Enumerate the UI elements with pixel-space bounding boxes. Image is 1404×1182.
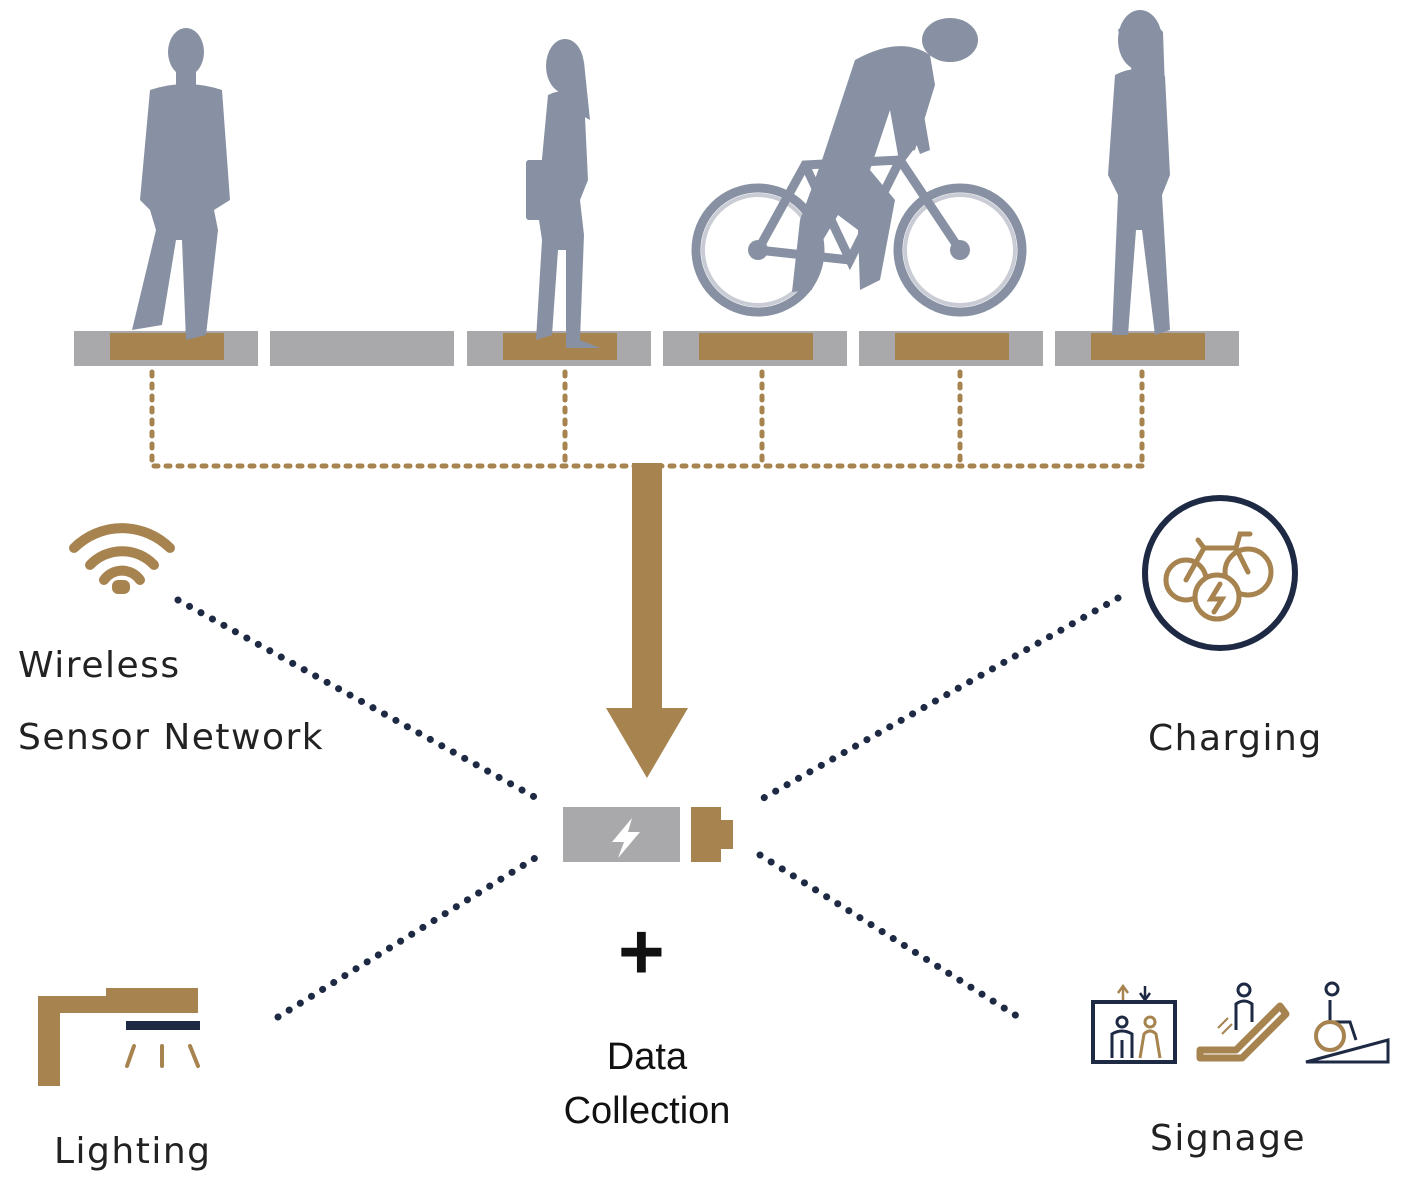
charging-label: Charging bbox=[1148, 718, 1323, 759]
data-collection-line1: Data bbox=[606, 1036, 688, 1078]
signage-label: Signage bbox=[1150, 1118, 1307, 1159]
standing-woman-silhouette bbox=[1108, 10, 1170, 336]
kinetic-pad bbox=[895, 333, 1009, 360]
lamp-icon bbox=[38, 988, 200, 1086]
data-collection-label: Data Collection bbox=[520, 1030, 774, 1138]
distribution-lines bbox=[174, 594, 1122, 1022]
kinetic-pad bbox=[110, 333, 224, 360]
floor-tile bbox=[270, 331, 454, 366]
walking-woman-silhouette bbox=[526, 39, 600, 348]
wireless-label-line2: Sensor Network bbox=[18, 717, 325, 758]
cyclist-silhouette bbox=[696, 18, 1022, 312]
lighting-label: Lighting bbox=[54, 1131, 212, 1172]
wifi-icon bbox=[69, 523, 175, 594]
kinetic-pad bbox=[503, 333, 617, 360]
bike-charging-icon bbox=[1142, 495, 1298, 651]
battery-icon bbox=[563, 807, 733, 862]
downward-arrow bbox=[606, 463, 688, 778]
escalator-icon bbox=[1196, 982, 1290, 1062]
kinetic-pad bbox=[1091, 333, 1205, 360]
harvest-connectors bbox=[149, 369, 1145, 469]
wireless-label-line1: Wireless bbox=[18, 645, 181, 686]
plus-sign: + bbox=[618, 907, 665, 996]
floor-tiles bbox=[74, 331, 1239, 366]
kinetic-pad bbox=[699, 333, 813, 360]
data-collection-line2: Collection bbox=[563, 1090, 731, 1132]
standing-man-silhouette bbox=[132, 28, 230, 340]
elevator-icon bbox=[1091, 983, 1177, 1064]
ramp-icon bbox=[1305, 981, 1390, 1064]
